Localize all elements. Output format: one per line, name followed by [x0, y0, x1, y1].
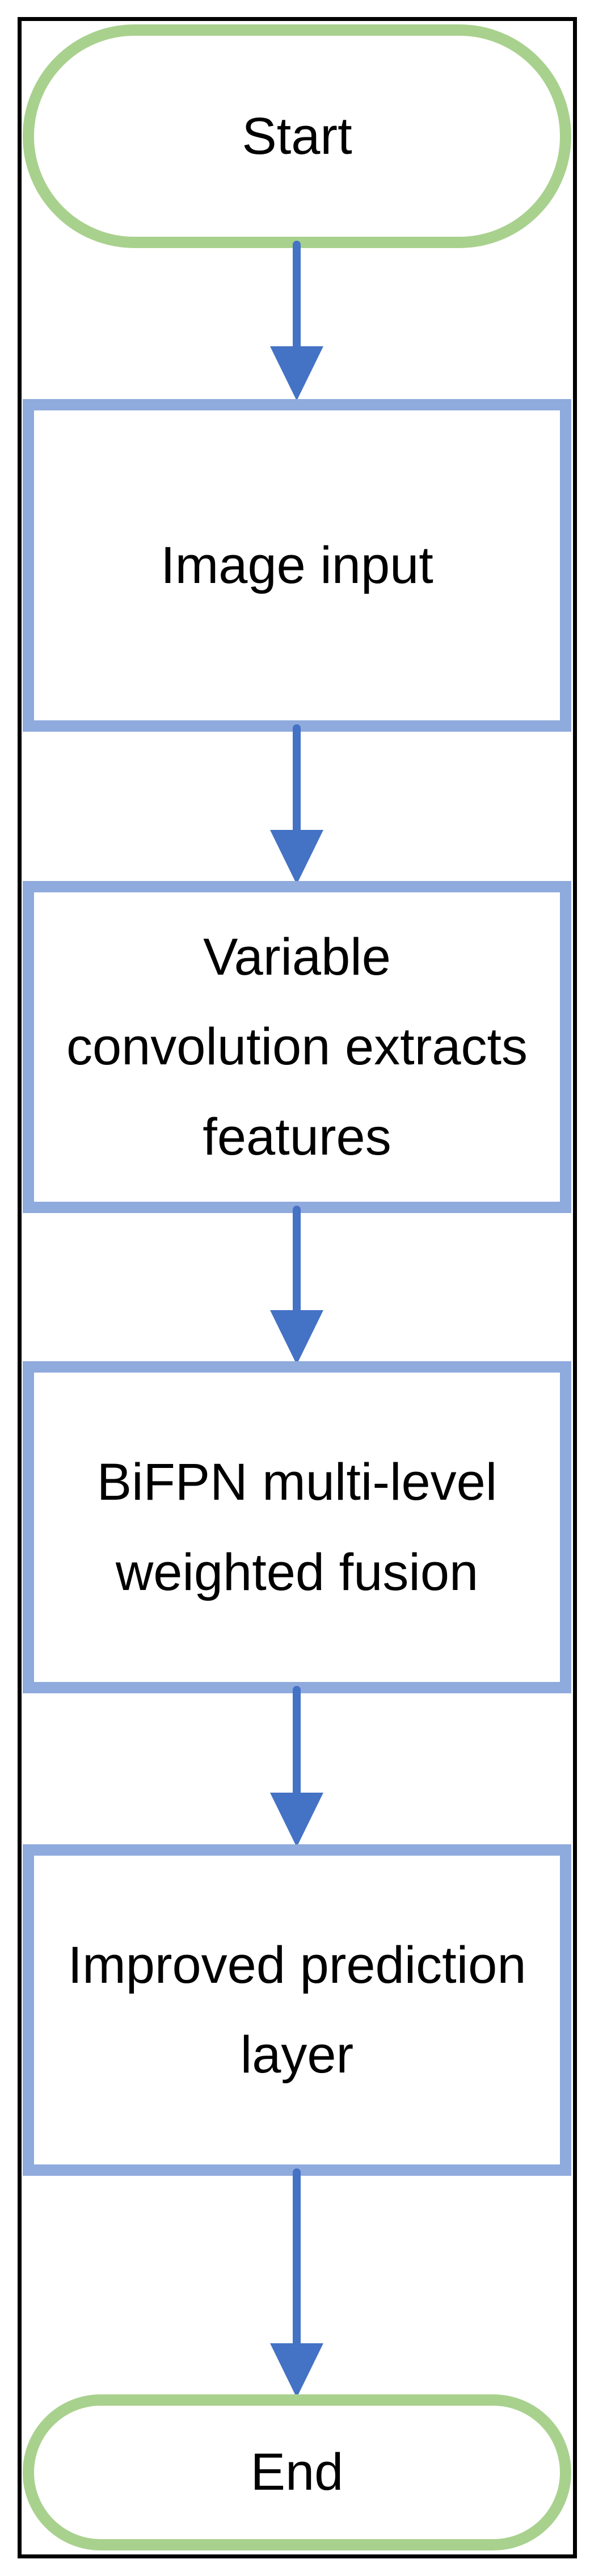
node-variable-conv: Variable convolution extracts features	[23, 881, 571, 1213]
arrow-start-to-image-input	[270, 241, 323, 401]
arrow-variable-conv-to-bifpn-fusion	[270, 1206, 323, 1365]
diagram-border	[18, 17, 577, 2558]
node-end-label: End	[250, 2443, 344, 2502]
arrow-bifpn-fusion-to-pred-layer	[270, 1686, 323, 1847]
node-image-input: Image input	[23, 399, 571, 732]
node-variable-conv-label: Variable convolution extracts features	[66, 928, 528, 1166]
node-start-label: Start	[242, 107, 352, 165]
node-end: End	[23, 2394, 571, 2550]
node-image-input-label: Image input	[161, 536, 433, 594]
node-pred-layer-label: Improved prediction layer	[68, 1936, 526, 2084]
node-start: Start	[23, 24, 571, 248]
node-bifpn-fusion: BiFPN multi-level weighted fusion	[23, 1361, 571, 1693]
arrow-image-input-to-variable-conv	[270, 724, 323, 884]
node-bifpn-fusion-label: BiFPN multi-level weighted fusion	[96, 1453, 498, 1601]
node-pred-layer: Improved prediction layer	[23, 1844, 571, 2176]
arrow-pred-layer-to-end	[270, 2168, 323, 2398]
